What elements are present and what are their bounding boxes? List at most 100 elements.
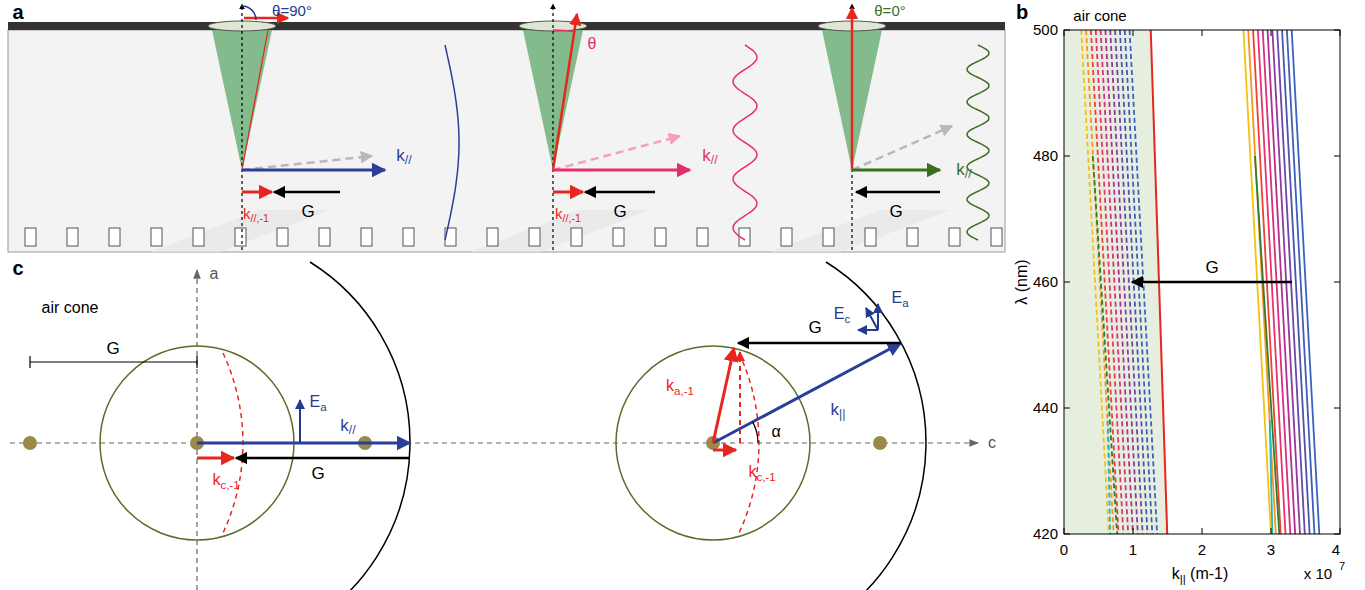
field-label: Ea: [891, 289, 908, 307]
grating-tooth: [109, 228, 120, 246]
grating-tooth: [991, 228, 1002, 246]
wave: [445, 45, 459, 240]
mode-profile: [445, 45, 989, 240]
axis-title: λ (nm): [1013, 259, 1031, 304]
axis-tick: 420: [1033, 526, 1058, 543]
axis-exponent: 7: [1339, 560, 1345, 572]
axis-tick: 0: [1060, 542, 1068, 559]
wave: [967, 45, 989, 240]
grating-tooth: [487, 228, 498, 246]
panel-letter: b: [1016, 1, 1028, 23]
tick: [1064, 282, 1070, 283]
grating-tooth: [151, 228, 162, 246]
grating-tooth: [25, 228, 36, 246]
vector-label: G: [311, 465, 324, 484]
vector-label: k//: [340, 417, 355, 436]
grating-tooth: [319, 228, 330, 246]
grating-tooth: [235, 228, 246, 246]
grating-tooth: [529, 228, 540, 246]
tick: [1271, 528, 1272, 534]
axis-label: c: [988, 434, 996, 452]
normal-axis: [242, 4, 852, 250]
tick: [1202, 528, 1203, 534]
vector-label: kc,-1: [748, 463, 775, 481]
wave: [733, 45, 757, 240]
panel-letter: c: [12, 257, 23, 279]
vectors-right: [852, 8, 952, 192]
vector-label: G: [301, 203, 314, 222]
grating: [25, 228, 1002, 246]
region-label: air cone: [42, 299, 99, 317]
grating-tooth: [403, 228, 414, 246]
tick: [1340, 528, 1341, 534]
tick: [1133, 528, 1134, 534]
vectors-middle: [553, 14, 690, 192]
band-line-folded: [1093, 156, 1117, 534]
tick: [1334, 408, 1340, 409]
vector-label: k//,-1: [243, 206, 269, 223]
tick: [1271, 30, 1272, 36]
axis-tick: 440: [1033, 400, 1058, 417]
tick: [1064, 534, 1070, 535]
grating-tooth: [697, 228, 708, 246]
vector-label: kc,-1: [212, 471, 239, 489]
grating-tooth: [67, 228, 78, 246]
axis-tick: 1: [1129, 542, 1137, 559]
reciprocal-space: [10, 262, 978, 590]
grating-tooth: [277, 228, 288, 246]
tick: [1334, 30, 1340, 31]
dispersion-plot: [1064, 30, 1340, 534]
vector-label: k//: [956, 161, 971, 180]
axis-tick: 480: [1033, 148, 1058, 165]
vector-label: k//: [702, 147, 717, 166]
angle-label: α: [771, 423, 780, 441]
tick: [1133, 30, 1134, 36]
grating-tooth: [571, 228, 582, 246]
tick: [1064, 30, 1070, 31]
band-line-folded: [1108, 421, 1111, 534]
vector-label: ka,-1: [666, 377, 694, 395]
axis-tick: 500: [1033, 22, 1058, 39]
vector-label: G: [808, 319, 821, 338]
tick: [1334, 534, 1340, 535]
angle-label: θ=90°: [272, 3, 312, 20]
grating-tooth: [655, 228, 666, 246]
vector-label: k||: [831, 401, 846, 420]
axis-title: k|| (m-1): [1172, 565, 1229, 583]
grating-tooth: [823, 228, 834, 246]
axis-tick: 2: [1198, 542, 1206, 559]
grating-tooth: [781, 228, 792, 246]
panel-letter: a: [12, 1, 23, 23]
field-label: Ea: [309, 393, 326, 411]
band-line: [1255, 156, 1279, 534]
vector-label: G: [889, 203, 902, 222]
axis-multiplier: x 10: [1304, 566, 1332, 583]
axis-tick: 460: [1033, 274, 1058, 291]
vector-label: k//,-1: [555, 206, 581, 223]
field-label: Ec: [834, 305, 850, 323]
tick: [1340, 30, 1341, 36]
vectors-left: [242, 6, 385, 192]
vector-label: G: [613, 203, 626, 222]
tick: [1064, 408, 1070, 409]
slab: [8, 22, 1005, 252]
tick: [1064, 156, 1070, 157]
grating-tooth: [907, 228, 918, 246]
vector-label: G: [106, 340, 119, 359]
tick: [1064, 30, 1065, 36]
angle-label: θ: [588, 35, 597, 53]
vector-label: G: [1205, 259, 1218, 278]
tick: [1064, 528, 1065, 534]
axis-label: a: [210, 265, 219, 283]
band-line: [1292, 30, 1320, 534]
tick: [1334, 282, 1340, 283]
angle-label: θ=0°: [874, 3, 905, 20]
band-line: [1270, 421, 1273, 534]
tick: [1202, 30, 1203, 36]
axis-tick: 4: [1332, 542, 1340, 559]
grating-tooth: [865, 228, 876, 246]
grating-tooth: [949, 228, 960, 246]
